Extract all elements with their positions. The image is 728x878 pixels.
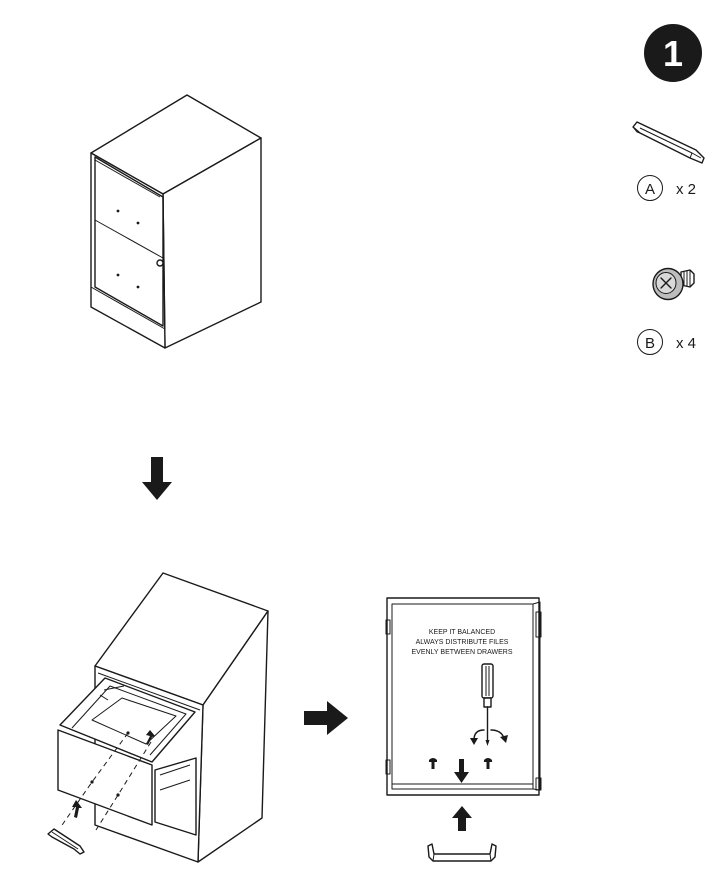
part-b: B x 4 [637, 267, 696, 355]
screw-icon [652, 267, 695, 301]
label-line-1: KEEP IT BALANCED [429, 629, 495, 636]
drawer-panel: KEEP IT BALANCED ALWAYS DISTRIBUTE FILES… [385, 597, 542, 796]
arrow-up-small-icon [72, 800, 82, 818]
part-b-letter-circle [637, 329, 663, 355]
label-line-2: ALWAYS DISTRIBUTE FILES [416, 639, 509, 646]
drawer-bottom [154, 757, 197, 836]
drawer-open-floor [91, 697, 177, 745]
lock-icon [156, 259, 164, 267]
filing-cabinet-open [47, 572, 269, 863]
arrow-up-icon [452, 806, 472, 831]
part-a: A x 2 [632, 121, 705, 201]
part-a-letter-circle [637, 175, 663, 201]
label-line-3: EVENLY BETWEEN DRAWERS [411, 649, 512, 656]
part-a-quantity: x 2 [676, 181, 696, 198]
screw-marker-left [429, 758, 437, 769]
arrow-right-icon [304, 701, 348, 735]
part-b-letter: B [645, 335, 655, 352]
arrow-down-icon [142, 457, 172, 500]
screw-marker-right [484, 758, 492, 769]
step-number: 1 [663, 33, 683, 74]
handle-icon [427, 843, 497, 862]
arrow-down-small-icon [454, 759, 469, 783]
drawer-open-body [59, 677, 196, 763]
handle-icon [47, 828, 85, 855]
part-a-letter: A [645, 181, 655, 198]
drawer-rail [99, 685, 125, 701]
step-badge: 1 [644, 24, 702, 82]
drawer-top-closed [94, 156, 164, 327]
screwdriver-icon [481, 663, 494, 746]
drawer-open-front [57, 729, 153, 826]
handle-icon [632, 121, 705, 164]
part-b-quantity: x 4 [676, 335, 696, 352]
cabinet-front [90, 152, 166, 349]
filing-cabinet-closed [90, 94, 262, 349]
